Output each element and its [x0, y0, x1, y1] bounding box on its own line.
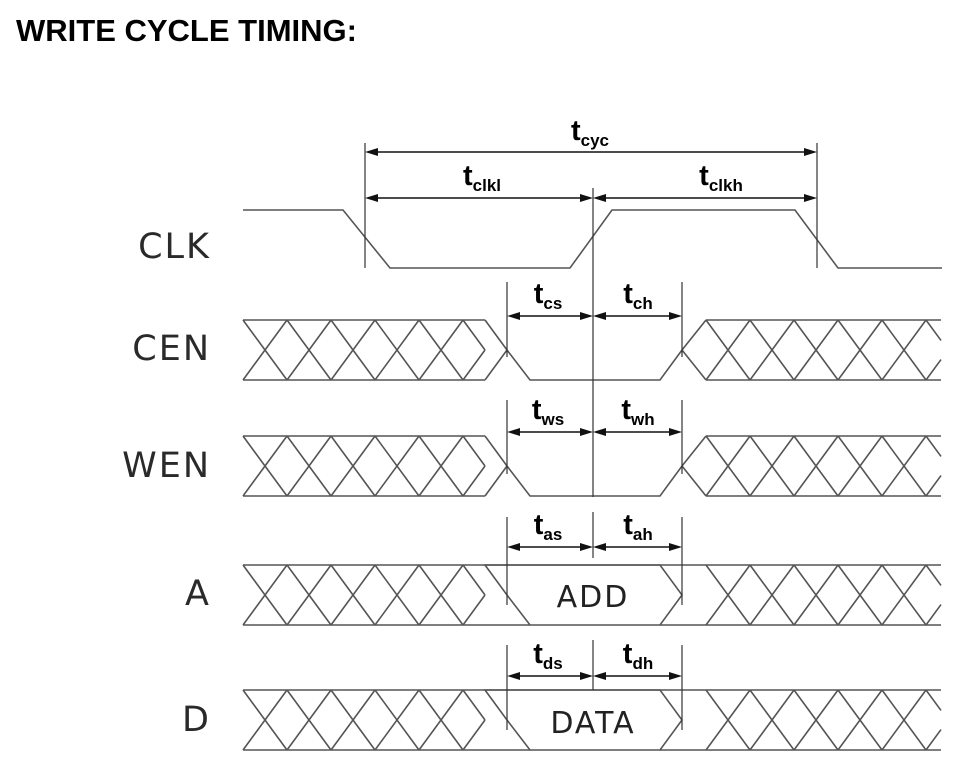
reference-lines	[364, 143, 818, 730]
tclkl-arrow	[365, 194, 593, 202]
wen-wave-dont-care-right	[705, 435, 942, 497]
signal-label-a: A	[185, 574, 211, 614]
tcyc-label: tcyc	[571, 115, 609, 150]
cen-wave-dont-care-right	[705, 319, 942, 381]
tch-arrow	[593, 312, 682, 320]
signal-label-cen: CEN	[132, 329, 211, 369]
data-waveform	[242, 689, 942, 751]
tcs-label: tcs	[534, 278, 563, 313]
a-wave-dont-care-right	[705, 564, 942, 626]
tws-label: tws	[532, 394, 564, 429]
d-wave-dont-care-left	[242, 689, 486, 751]
tdh-arrow	[593, 672, 682, 680]
tclkl-label: tclkl	[463, 160, 501, 195]
clk-waveform	[243, 209, 942, 269]
data-valid-label: DATA	[550, 706, 635, 741]
cen-waveform	[242, 319, 942, 381]
signal-label-wen: WEN	[122, 446, 211, 486]
wen-wave-active-low	[484, 435, 707, 497]
a-wave-dont-care-left	[242, 564, 486, 626]
signal-label-d: D	[182, 700, 211, 740]
tcyc-arrow	[365, 148, 817, 156]
tds-arrow	[507, 672, 593, 680]
d-wave-dont-care-right	[705, 689, 942, 751]
tch-label: tch	[623, 278, 653, 313]
tws-arrow	[507, 428, 593, 436]
tcs-arrow	[507, 312, 593, 320]
tah-arrow	[593, 543, 682, 551]
cen-wave-active-low	[484, 319, 707, 381]
tas-label: tas	[534, 509, 563, 544]
twh-label: twh	[621, 394, 654, 429]
tas-arrow	[507, 543, 593, 551]
tclkh-arrow	[593, 194, 817, 202]
tdh-label: tdh	[623, 638, 653, 673]
signal-label-clk: CLK	[138, 227, 211, 267]
tclkh-label: tclkh	[699, 160, 743, 195]
diagram-title: WRITE CYCLE TIMING:	[16, 13, 357, 48]
tah-label: tah	[623, 509, 653, 544]
wen-waveform	[242, 435, 942, 497]
address-valid-label: ADD	[557, 580, 630, 615]
tds-label: tds	[533, 638, 563, 673]
wen-wave-dont-care-left	[242, 435, 486, 497]
cen-wave-dont-care-left	[242, 319, 486, 381]
timing-dimension-arrows	[365, 148, 817, 680]
twh-arrow	[593, 428, 682, 436]
